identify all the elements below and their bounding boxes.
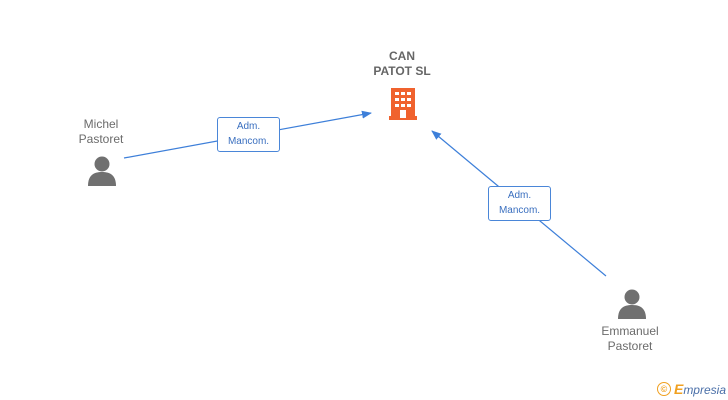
relation-label[interactable]: Adm. Mancom. (217, 117, 280, 152)
person-last-name: Pastoret (78, 132, 124, 146)
brand-text: mpresia (683, 383, 726, 397)
person-icon[interactable] (617, 288, 647, 320)
company-name-line2: PATOT SL (373, 64, 431, 78)
company-name-line1: CAN (389, 49, 415, 63)
brand-logo: Empresia (674, 381, 726, 397)
person-name-emmanuel[interactable]: Emmanuel Pastoret (575, 324, 685, 354)
company-name[interactable]: CAN PATOT SL (350, 49, 454, 79)
building-icon[interactable] (389, 86, 417, 120)
relation-type: Mancom. (498, 205, 541, 216)
empresia-watermark[interactable]: © Empresia (656, 381, 726, 397)
person-first-name: Emmanuel (601, 324, 659, 338)
person-icon[interactable] (87, 155, 117, 187)
copyright-icon: © (656, 382, 671, 396)
person-name-michel[interactable]: Michel Pastoret (46, 117, 156, 147)
relation-label[interactable]: Adm. Mancom. (488, 186, 551, 221)
brand-initial: E (673, 381, 684, 397)
person-first-name: Michel (83, 117, 119, 131)
relation-role: Adm. (236, 121, 261, 132)
relation-type: Mancom. (227, 136, 270, 147)
person-last-name: Pastoret (607, 339, 653, 353)
relation-role: Adm. (507, 190, 532, 201)
